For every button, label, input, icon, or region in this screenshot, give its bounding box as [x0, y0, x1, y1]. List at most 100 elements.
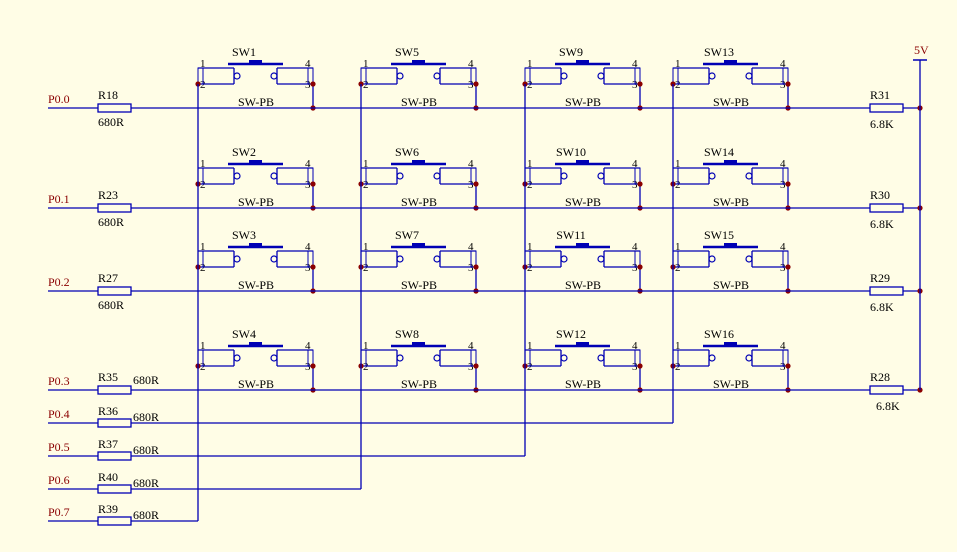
row-series-resistor: [97, 203, 132, 213]
junction-dot: [310, 181, 316, 187]
actuator-cap: [576, 160, 589, 164]
resistor-body: [97, 418, 132, 428]
contact-left: [396, 255, 404, 263]
switch-name-label: SW11: [556, 228, 586, 242]
resistor-body: [97, 286, 132, 296]
pin-number-4: 4: [305, 58, 311, 70]
junction-dot: [637, 363, 643, 369]
pin-number-4: 4: [305, 340, 311, 352]
pull-up-value: 6.8K: [870, 117, 894, 131]
pin-number-4: 4: [305, 241, 311, 253]
pin-number-4: 4: [468, 58, 474, 70]
pin-number-1: 1: [200, 158, 206, 170]
contact-right: [597, 72, 605, 80]
pin-number-1: 1: [363, 58, 369, 70]
pin-number-2: 2: [200, 262, 206, 274]
port-label: P0.1: [48, 192, 70, 206]
pin-number-1: 1: [200, 340, 206, 352]
pin-number-1: 1: [527, 241, 533, 253]
pin-number-4: 4: [780, 340, 786, 352]
switch-type-label: SW-PB: [713, 377, 749, 391]
resistor-body: [97, 516, 132, 526]
port-label: P0.0: [48, 92, 70, 106]
pull-up-resistor: [869, 103, 904, 113]
pin-number-4: 4: [305, 158, 311, 170]
switch-name-label: SW4: [232, 327, 256, 341]
actuator-cap: [724, 160, 737, 164]
resistor-ref: R18: [98, 88, 118, 102]
resistor-value: 680R: [133, 410, 159, 424]
pin-number-2: 2: [675, 79, 681, 91]
contact-left: [708, 255, 716, 263]
pin-number-3: 3: [468, 262, 474, 274]
resistor-value: 680R: [98, 298, 124, 312]
actuator-cap: [412, 160, 425, 164]
pin-number-1: 1: [363, 158, 369, 170]
pull-up-ref: R28: [870, 370, 890, 384]
contact-right: [745, 172, 753, 180]
contact-left: [233, 72, 241, 80]
resistor-value: 680R: [133, 443, 159, 457]
column-series-resistor: [97, 418, 132, 428]
junction-dot: [785, 264, 791, 270]
column-series-resistor: [97, 451, 132, 461]
pin-number-3: 3: [632, 79, 638, 91]
switch-name-label: SW7: [395, 228, 419, 242]
resistor-body: [97, 103, 132, 113]
pin-number-3: 3: [780, 262, 786, 274]
pull-up-resistor: [869, 203, 904, 213]
switch-type-label: SW-PB: [238, 195, 274, 209]
actuator-cap: [249, 342, 262, 346]
contact-right: [433, 354, 441, 362]
switch-name-label: SW9: [559, 45, 583, 59]
pin-number-3: 3: [305, 79, 311, 91]
resistor-body: [97, 451, 132, 461]
resistor-body: [869, 286, 904, 296]
contact-right: [433, 72, 441, 80]
junction-dot: [473, 363, 479, 369]
switch-type-label: SW-PB: [565, 195, 601, 209]
pin-number-2: 2: [363, 361, 369, 373]
contact-left: [708, 172, 716, 180]
resistor-body: [869, 385, 904, 395]
pin-number-2: 2: [675, 361, 681, 373]
switch-name-label: SW15: [704, 228, 734, 242]
switch-name-label: SW12: [556, 327, 586, 341]
switch-name-label: SW8: [395, 327, 419, 341]
contact-left: [560, 255, 568, 263]
resistor-value: 680R: [98, 115, 124, 129]
pin-number-1: 1: [527, 158, 533, 170]
contact-left: [708, 354, 716, 362]
junction-dot: [785, 181, 791, 187]
switch-type-label: SW-PB: [713, 95, 749, 109]
contact-left: [560, 354, 568, 362]
contact-right: [270, 72, 278, 80]
pin-number-4: 4: [468, 241, 474, 253]
port-label: P0.6: [48, 473, 70, 487]
contact-right: [745, 255, 753, 263]
pin-number-3: 3: [780, 179, 786, 191]
pin-number-2: 2: [527, 179, 533, 191]
pin-number-3: 3: [305, 262, 311, 274]
switch-type-label: SW-PB: [565, 278, 601, 292]
contact-left: [233, 172, 241, 180]
switch-type-label: SW-PB: [401, 95, 437, 109]
pin-number-2: 2: [675, 262, 681, 274]
actuator-cap: [412, 60, 425, 64]
port-label: P0.4: [48, 407, 70, 421]
column-series-resistor: [97, 516, 132, 526]
resistor-body: [97, 385, 132, 395]
